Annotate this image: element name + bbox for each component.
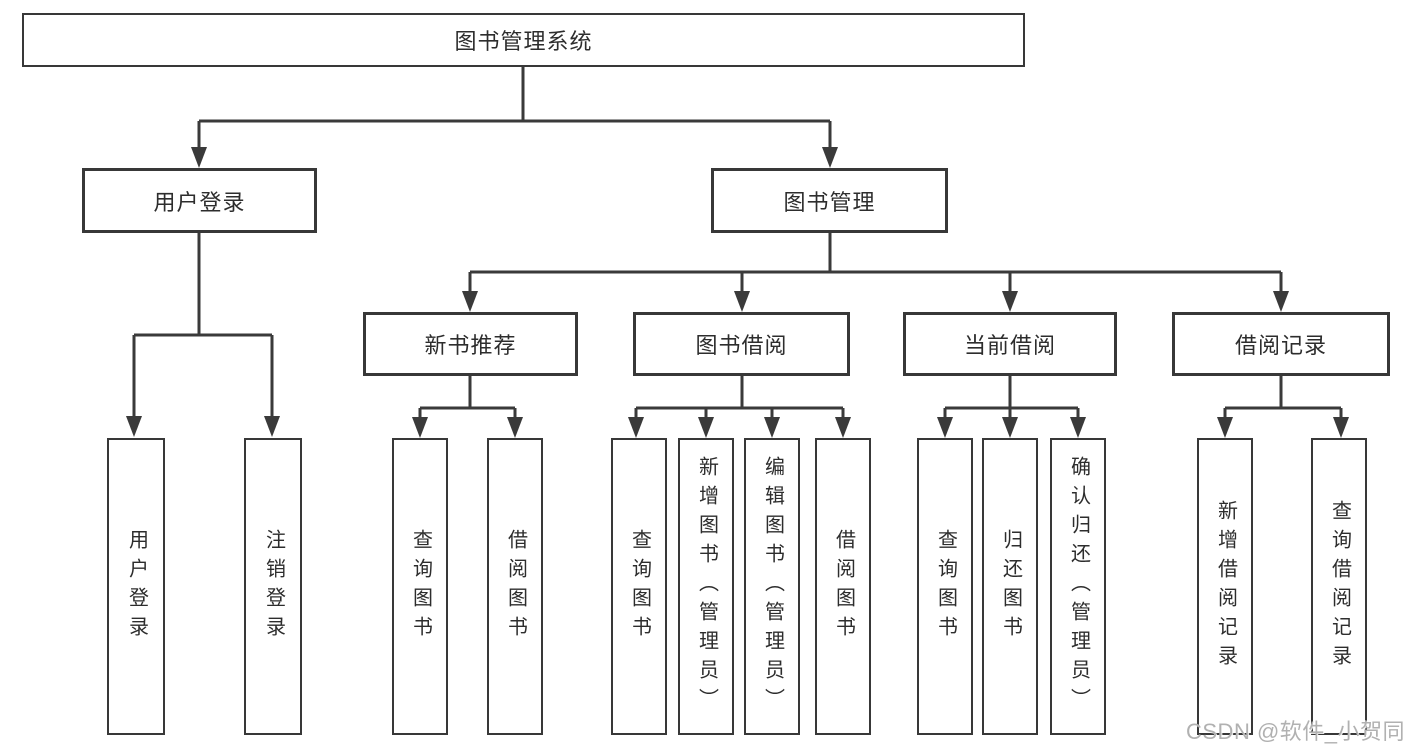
leaf-query-books-1: 查询图书 <box>392 438 448 735</box>
leaf-confirm-return-admin: 确认归还（管理员） <box>1050 438 1106 735</box>
node-label: 查询图书 <box>628 528 651 645</box>
node-borrow-records: 借阅记录 <box>1172 312 1390 376</box>
leaf-query-books-2: 查询图书 <box>611 438 667 735</box>
node-label: 查询图书 <box>409 528 432 645</box>
node-label: 编辑图书（管理员） <box>761 456 784 717</box>
leaf-query-borrow-record: 查询借阅记录 <box>1311 438 1367 735</box>
node-label: 新书推荐 <box>424 333 517 358</box>
node-label: 查询图书 <box>934 528 957 645</box>
node-user-login: 用户登录 <box>82 168 317 233</box>
leaf-logout: 注销登录 <box>244 438 302 735</box>
node-label: 新增借阅记录 <box>1214 499 1237 674</box>
node-label: 注销登录 <box>262 528 285 645</box>
node-label: 图书借阅 <box>695 333 788 358</box>
node-current-borrow: 当前借阅 <box>903 312 1117 376</box>
node-label: 用户登录 <box>153 189 246 215</box>
node-library-management-system: 图书管理系统 <box>22 13 1025 67</box>
node-label: 确认归还（管理员） <box>1067 456 1090 717</box>
node-label: 借阅图书 <box>504 528 527 645</box>
csdn-watermark: CSDN @软件_小贺同学 <box>1186 719 1405 744</box>
node-label: 当前借阅 <box>963 333 1056 358</box>
leaf-borrow-books-2: 借阅图书 <box>815 438 871 735</box>
node-label: 新增图书（管理员） <box>695 456 718 717</box>
node-label: 图书管理 <box>783 189 876 215</box>
node-label: 用户登录 <box>125 528 148 645</box>
node-new-book-recommend: 新书推荐 <box>363 312 578 376</box>
leaf-edit-book-admin: 编辑图书（管理员） <box>744 438 800 735</box>
node-book-borrow: 图书借阅 <box>633 312 850 376</box>
leaf-user-login: 用户登录 <box>107 438 165 735</box>
arrowheads <box>126 147 1349 438</box>
leaf-add-borrow-record: 新增借阅记录 <box>1197 438 1253 735</box>
leaf-add-book-admin: 新增图书（管理员） <box>678 438 734 735</box>
leaf-return-book: 归还图书 <box>982 438 1038 735</box>
node-book-management: 图书管理 <box>711 168 948 233</box>
connector-edges <box>132 67 1343 425</box>
leaf-query-books-3: 查询图书 <box>917 438 973 735</box>
node-label: 归还图书 <box>999 528 1022 645</box>
node-label: 借阅记录 <box>1234 333 1327 358</box>
node-label: 查询借阅记录 <box>1328 499 1351 674</box>
node-label: 借阅图书 <box>832 528 855 645</box>
leaf-borrow-books-1: 借阅图书 <box>487 438 543 735</box>
node-label: 图书管理系统 <box>454 29 593 54</box>
